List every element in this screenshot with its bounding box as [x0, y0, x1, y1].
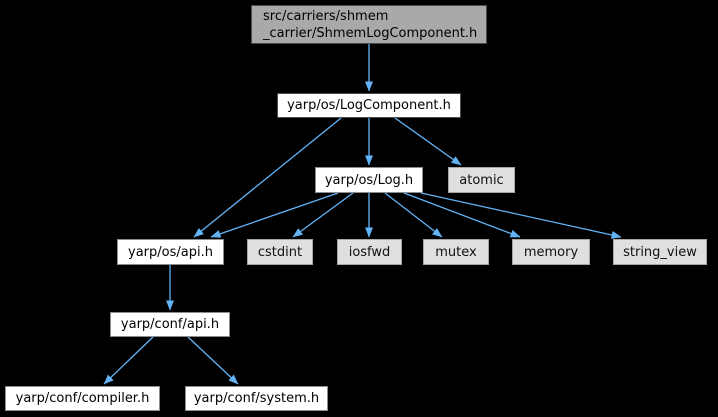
edge-log-to-mutex: [384, 192, 443, 238]
node-label: yarp/conf/compiler.h: [15, 391, 150, 406]
edge-log-to-cstdint: [292, 192, 354, 238]
node-label: atomic: [459, 172, 504, 188]
node-label: yarp/os/api.h: [128, 244, 213, 260]
node-memory: memory: [512, 239, 590, 265]
node-atomic: atomic: [448, 167, 515, 193]
node-iosfwd: iosfwd: [337, 239, 402, 265]
node-label: string_view: [623, 244, 697, 260]
node-label: yarp/os/Log.h: [324, 172, 414, 188]
node-cstdint: cstdint: [247, 239, 313, 265]
edge-conf-api-to-conf-compiler: [103, 336, 154, 385]
node-conf-api[interactable]: yarp/conf/api.h: [110, 312, 230, 337]
node-mutex: mutex: [423, 239, 489, 265]
node-label: _carrier/ShmemLogComponent.h: [263, 25, 478, 41]
node-label: yarp/conf/system.h: [193, 391, 320, 406]
node-log[interactable]: yarp/os/Log.h: [315, 167, 423, 193]
edge-log-to-os-api: [210, 192, 339, 238]
node-log-component[interactable]: yarp/os/LogComponent.h: [277, 93, 461, 118]
node-label: yarp/os/LogComponent.h: [287, 98, 451, 113]
node-label: src/carriers/shmem: [263, 8, 389, 24]
node-label: iosfwd: [348, 244, 391, 260]
edge-log-to-memory: [403, 192, 521, 238]
node-shmem-log-component: src/carriers/shmem_carrier/ShmemLogCompo…: [251, 5, 487, 44]
node-string-view: string_view: [613, 239, 707, 265]
node-label: memory: [523, 244, 579, 260]
node-os-api[interactable]: yarp/os/api.h: [117, 239, 224, 265]
edge-log-to-string-view: [420, 192, 622, 239]
node-label: yarp/conf/api.h: [120, 317, 220, 332]
edge-log-component-to-atomic: [394, 117, 462, 166]
node-label: mutex: [435, 244, 477, 260]
edge-conf-api-to-conf-system: [187, 336, 239, 385]
node-conf-system[interactable]: yarp/conf/system.h: [185, 386, 328, 411]
node-conf-compiler[interactable]: yarp/conf/compiler.h: [5, 386, 160, 411]
node-label: cstdint: [257, 244, 303, 260]
